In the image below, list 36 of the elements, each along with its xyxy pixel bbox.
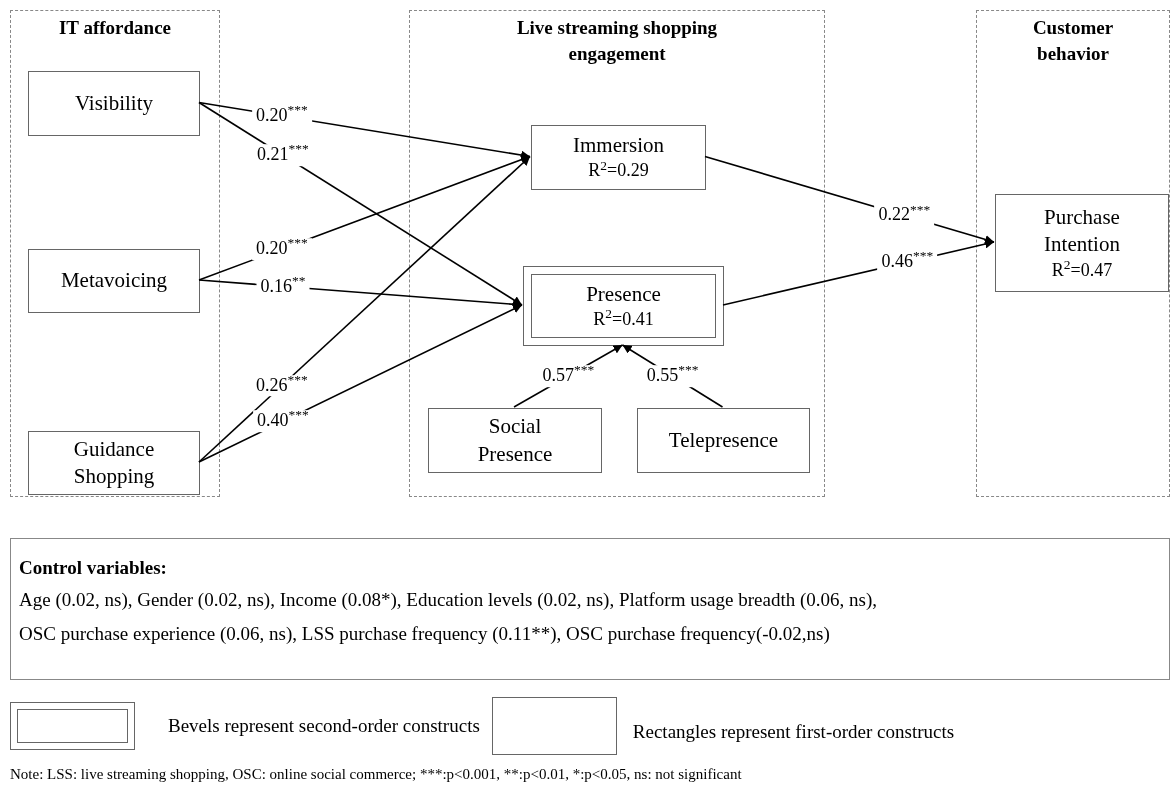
legend-text: Rectangles represent first-order constructs [632, 719, 955, 744]
control-variables-text: Age (0.02, ns), Gender (0.02, ns), Income (0.08*), Education levels (0.02, ns), Platform usage breadth (0.06, ns), OSC purchase experience (0.06, ns), LSS purchase frequency (0.11**), OSC purchase frequency(-0.02,ns) [19, 588, 878, 646]
legend-text: Bevels represent second-order constructs [168, 713, 480, 738]
construct-label: Presence [586, 280, 661, 308]
group-heading: Live streaming shopping engagement [515, 16, 719, 66]
edge-label: 0.20$^{***}$ [251, 238, 312, 260]
construct-box [28, 71, 200, 136]
second-order-construct-box [523, 266, 724, 346]
edge-label: 0.46$^{***}$ [877, 251, 938, 273]
arrow [198, 101, 523, 306]
construct-label: Immersion [573, 132, 664, 160]
r-squared-label: R$^{2}$=0.47 [1051, 258, 1113, 282]
construct-label: Purchase Intention [1043, 204, 1121, 259]
footnote: Note: LSS: live streaming shopping, OSC: online social commerce; ***:p<0.001, **:p<0.01, *:p<0.05, ns: not significant [10, 765, 742, 784]
dashed-group-frame [976, 10, 1170, 497]
construct-box [28, 431, 200, 495]
construct-box [531, 125, 706, 190]
edge-label: 0.22$^{***}$ [874, 204, 935, 227]
construct-label: Guidance Shopping [72, 435, 156, 490]
construct-box [637, 408, 810, 473]
construct-label: Metavoicing [60, 267, 168, 295]
control-variables-panel [10, 538, 1170, 680]
dashed-group-frame [10, 10, 220, 497]
group-heading: IT affordance [57, 16, 173, 40]
construct-box [995, 194, 1169, 292]
construct-box [428, 408, 602, 473]
dashed-group-frame [409, 10, 825, 497]
construct-label: Visibility [74, 89, 154, 117]
panel-heading: Control variables: [19, 556, 168, 580]
construct-label: Telepresence [668, 426, 779, 454]
construct-box [28, 249, 200, 313]
r-squared-label: R$^{2}$=0.41 [593, 307, 654, 331]
arrow [198, 155, 531, 463]
group-heading: Customer behavior [1031, 16, 1115, 66]
r-squared-label: R$^{2}$=0.29 [588, 159, 649, 183]
construct-label: Social Presence [476, 413, 554, 468]
